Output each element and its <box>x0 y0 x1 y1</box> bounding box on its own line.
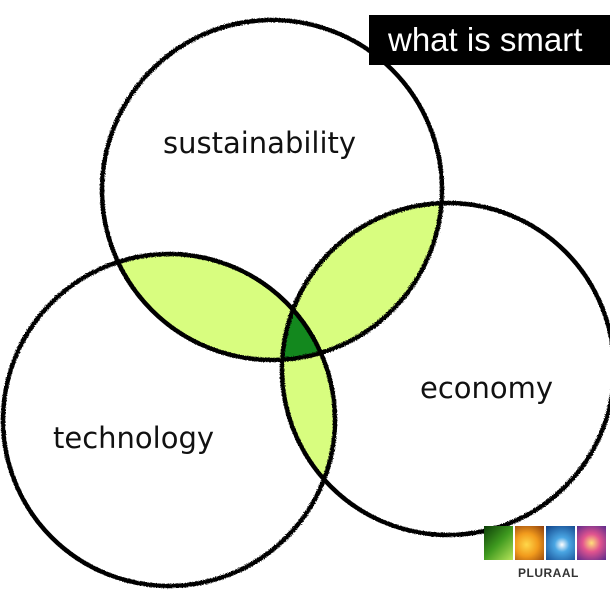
eye-icon <box>546 526 575 560</box>
label-sustainability: sustainability <box>163 126 357 160</box>
pairwise-overlap-regions <box>102 203 442 535</box>
sunflower-icon <box>515 526 544 560</box>
spiral-icon <box>577 526 606 560</box>
overlap-sustainability-technology <box>102 254 335 360</box>
title-text: what is smart <box>388 21 583 58</box>
circle-economy <box>279 200 610 538</box>
logo-text: PLURAAL <box>518 566 579 580</box>
green-leaf-icon <box>484 526 513 560</box>
pluraal-logo: PLURAAL <box>478 526 610 590</box>
circle-technology <box>0 251 338 589</box>
overlap-sustainability-economy <box>282 203 442 360</box>
title-banner: what is smart <box>369 15 610 65</box>
label-technology: technology <box>53 421 215 455</box>
circle-sustainability <box>99 17 445 363</box>
label-economy: economy <box>420 371 554 405</box>
